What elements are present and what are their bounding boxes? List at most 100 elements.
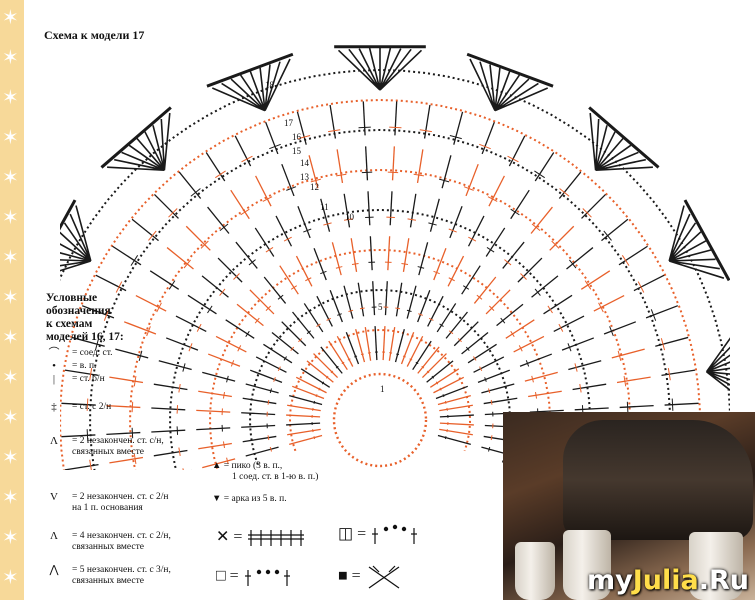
stitch-mark xyxy=(421,353,447,379)
stitch-mark xyxy=(406,285,417,319)
stitch-mark xyxy=(580,270,611,290)
stitch-mark xyxy=(485,227,506,257)
stitch-mark xyxy=(328,340,348,371)
stitch-tick xyxy=(262,196,273,202)
stitch-tick xyxy=(146,326,151,337)
stitch-mark xyxy=(485,289,511,315)
five-unfinished-stitches-icon: ⋀ xyxy=(49,564,59,576)
stitch-mark xyxy=(384,281,388,316)
stitch-mark xyxy=(254,227,275,257)
fan-cap xyxy=(60,199,77,231)
stitch-tick xyxy=(207,305,213,314)
stitch-tick xyxy=(310,178,321,183)
fan-tip xyxy=(60,205,92,272)
stitch-mark xyxy=(530,206,553,234)
stitch-mark xyxy=(416,149,424,184)
stitch-tick xyxy=(86,398,89,411)
stitch-mark xyxy=(574,407,609,411)
stitch-mark xyxy=(112,245,142,266)
stitch-mark xyxy=(558,171,582,199)
stitch-tick xyxy=(283,356,287,361)
stitch-tick xyxy=(156,302,162,313)
stitch-mark xyxy=(300,368,331,388)
four-unfinished-stitches-icon: Ʌ xyxy=(50,530,58,542)
stitch-tick xyxy=(347,358,351,361)
open-square-symbol-icon: □ xyxy=(216,567,226,585)
stitch-tick xyxy=(148,230,157,241)
stitch-mark xyxy=(664,402,699,406)
arch-icon: ▼ xyxy=(212,494,222,504)
stitch-mark xyxy=(508,135,526,167)
stitch-tick xyxy=(168,280,176,290)
diagram-rays xyxy=(61,101,699,470)
stitch-mark xyxy=(286,414,321,418)
stitch-mark xyxy=(296,111,307,145)
stitch-mark xyxy=(313,353,339,379)
stitch-tick xyxy=(277,366,281,372)
stitch-tick xyxy=(448,330,454,335)
stitch-mark xyxy=(633,274,665,292)
stitch-tick xyxy=(267,435,270,441)
stitch-tick xyxy=(245,330,250,338)
stitch-mark xyxy=(343,193,351,228)
stitch-tick xyxy=(650,309,657,321)
stitch-tick xyxy=(323,222,332,226)
stitch-tick xyxy=(444,436,447,440)
legend-label: = арка из 5 в. п. xyxy=(223,494,287,504)
legend-item: ▼ = арка из 5 в. п. xyxy=(212,494,287,505)
row-number: 16 xyxy=(292,132,302,142)
stitch-mark xyxy=(513,335,545,353)
stitch-tick xyxy=(534,170,545,179)
slip-stitch-icon: ⌒ xyxy=(48,347,60,359)
ring-arc xyxy=(209,248,551,470)
stitch-mark xyxy=(427,295,444,327)
stitch-tick xyxy=(488,388,491,394)
stitch-mark xyxy=(488,175,505,207)
stitch-mark xyxy=(412,340,432,371)
stitch-mark xyxy=(106,405,141,409)
stitch-mark xyxy=(64,369,99,377)
stitch-mark xyxy=(566,247,594,270)
fan-tip xyxy=(211,58,291,112)
stitch-tick xyxy=(417,266,425,269)
stitch-mark xyxy=(655,336,689,347)
stitch-tick xyxy=(504,259,512,266)
row-number: 17 xyxy=(284,118,294,128)
stitch-tick xyxy=(439,323,444,327)
legend-label: = 4 незакончен. ст. с 2/н,связанных вмес… xyxy=(72,531,171,552)
stitch-tick xyxy=(313,436,316,440)
stitch-tick xyxy=(240,208,250,216)
stitch-tick xyxy=(269,388,272,394)
stitch-tick xyxy=(569,259,577,269)
stitch-tick xyxy=(215,170,226,179)
fan-cap xyxy=(206,52,294,88)
two-unfinished-stitches-icon: Λ xyxy=(50,435,58,447)
stitch-tick xyxy=(617,350,622,361)
stitch-mark xyxy=(165,337,199,351)
stitch-mark xyxy=(149,270,180,290)
stitch-tick xyxy=(326,317,332,321)
stitch-tick xyxy=(534,288,541,296)
stitch-mark xyxy=(553,315,585,333)
stitch-tick xyxy=(290,285,298,290)
stitch-mark xyxy=(329,104,337,139)
stitch-tick xyxy=(286,186,297,191)
stitch-tick xyxy=(336,173,347,177)
stitch-mark xyxy=(151,429,186,433)
stitch-tick xyxy=(328,129,341,133)
stitch-mark xyxy=(245,383,279,394)
stitch-mark xyxy=(437,434,471,445)
stitch-mark xyxy=(445,311,468,339)
stitch-tick xyxy=(359,307,365,310)
stitch-tick xyxy=(337,313,342,316)
stitch-tick xyxy=(387,171,399,174)
stitch-tick xyxy=(182,363,186,372)
stitch-tick xyxy=(486,247,495,253)
fan-tip xyxy=(589,113,653,171)
stitch-mark xyxy=(534,152,555,182)
fan-tip xyxy=(668,205,725,279)
stitch-mark xyxy=(178,171,202,199)
stitch-mark xyxy=(271,332,299,355)
stitch-mark xyxy=(362,101,366,136)
